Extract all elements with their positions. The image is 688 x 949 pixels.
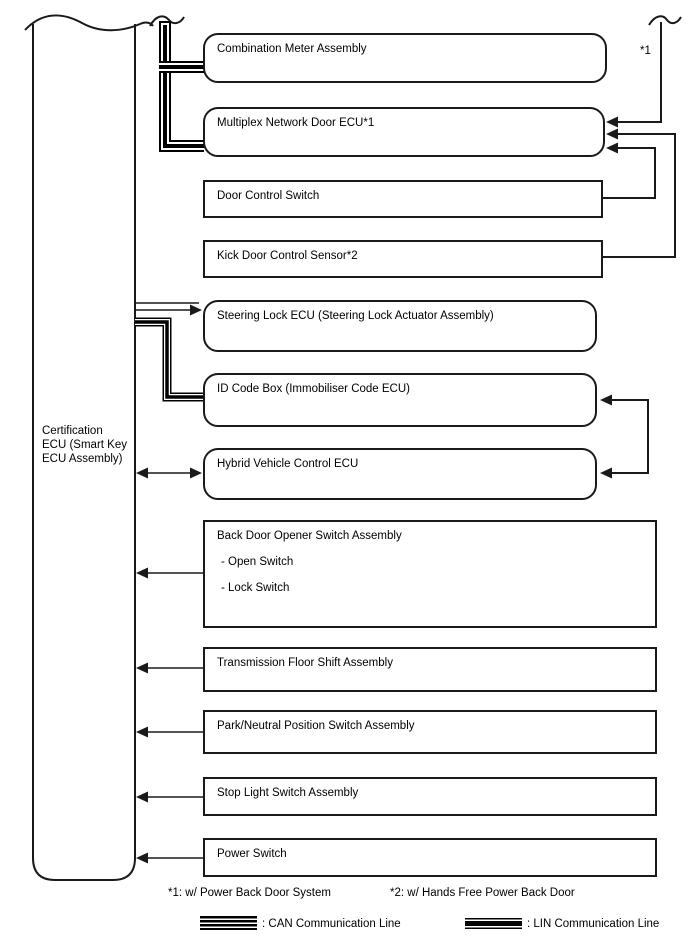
arrowhead-park-neutral	[136, 726, 148, 738]
line-door-switch-to-multiplex	[603, 142, 656, 199]
line-id-code-to-hybrid	[600, 394, 649, 479]
ref1-line-torn-edge	[648, 15, 682, 26]
arrowhead-transmission	[136, 662, 148, 674]
footnote-2: *2: w/ Hands Free Power Back Door	[390, 887, 575, 899]
can-trunk-torn-edge	[149, 15, 185, 27]
node-hybrid-vehicle-ecu: Hybrid Vehicle Control ECU	[203, 448, 597, 500]
node-label: Multiplex Network Door ECU*1	[217, 117, 375, 129]
can-legend-label: : CAN Communication Line	[262, 918, 401, 930]
node-park-neutral-switch: Park/Neutral Position Switch Assembly	[203, 710, 657, 754]
node-label: Combination Meter Assembly	[217, 43, 367, 55]
arrowhead-multiplex-2	[606, 128, 618, 140]
arrowhead-multiplex-3	[606, 142, 618, 154]
certification-ecu-label: Certification ECU (Smart Key ECU Assembl…	[42, 425, 127, 465]
lin-line-swatch	[465, 918, 522, 929]
node-door-control-switch: Door Control Switch	[203, 180, 603, 218]
node-label: Steering Lock ECU (Steering Lock Actuato…	[217, 310, 494, 322]
arrowhead-power-switch	[136, 852, 148, 864]
can-line-swatch	[200, 916, 257, 930]
lin-legend-label: : LIN Communication Line	[527, 918, 660, 930]
node-label: Back Door Opener Switch Assembly	[217, 530, 402, 542]
arrowhead-stop-light	[136, 791, 148, 803]
line-power-switch-to-ecu	[136, 852, 203, 864]
footnote-1: *1: w/ Power Back Door System	[168, 887, 331, 899]
line-park-neutral-to-ecu	[136, 726, 203, 738]
node-label: Transmission Floor Shift Assembly	[217, 657, 393, 669]
node-multiplex-door-ecu: Multiplex Network Door ECU*1	[203, 107, 605, 157]
node-label: ID Code Box (Immobiliser Code ECU)	[217, 383, 411, 395]
arrowhead-back-door	[136, 567, 148, 579]
arrowhead-into-ecu-hybrid	[136, 467, 148, 479]
ref1-line-into-multiplex	[606, 22, 662, 128]
arrowhead-into-steering-lock	[190, 304, 202, 316]
arrowhead-into-hybrid-left	[190, 467, 202, 479]
node-label: Park/Neutral Position Switch Assembly	[217, 720, 415, 732]
node-back-door-opener-switch: Back Door Opener Switch Assembly - Open …	[203, 520, 657, 628]
node-kick-door-sensor: Kick Door Control Sensor*2	[203, 240, 603, 278]
node-sub-open-switch: - Open Switch	[221, 556, 294, 568]
node-stop-light-switch: Stop Light Switch Assembly	[203, 777, 657, 816]
node-steering-lock-ecu: Steering Lock ECU (Steering Lock Actuato…	[203, 300, 597, 352]
ecu-torn-edge	[24, 14, 154, 32]
node-power-switch: Power Switch	[203, 838, 657, 877]
node-label: Kick Door Control Sensor*2	[217, 250, 358, 262]
can-trunk-line	[159, 21, 204, 152]
node-id-code-box: ID Code Box (Immobiliser Code ECU)	[203, 373, 597, 427]
line-ecu-hybrid	[136, 467, 202, 479]
node-sub-lock-switch: - Lock Switch	[221, 582, 290, 594]
line-back-door-to-ecu	[136, 567, 203, 579]
line-transmission-to-ecu	[136, 662, 203, 674]
ref1-annotation: *1	[640, 45, 651, 57]
node-label: Hybrid Vehicle Control ECU	[217, 458, 359, 470]
line-steering-lock	[135, 302, 202, 316]
node-label: Stop Light Switch Assembly	[217, 787, 359, 799]
line-stop-light-to-ecu	[136, 791, 203, 803]
arrowhead-multiplex-1	[606, 116, 618, 128]
arrowhead-into-hybrid-ecu	[600, 467, 612, 479]
certification-ecu-outline	[32, 24, 136, 881]
lin-line-id-code-box	[135, 317, 204, 402]
node-label: Door Control Switch	[217, 190, 320, 202]
arrowhead-into-id-code-box	[600, 394, 612, 406]
node-combination-meter: Combination Meter Assembly	[203, 33, 607, 83]
node-transmission-floor-shift: Transmission Floor Shift Assembly	[203, 647, 657, 692]
node-label: Power Switch	[217, 848, 287, 860]
line-kick-sensor-to-multiplex	[603, 128, 676, 258]
